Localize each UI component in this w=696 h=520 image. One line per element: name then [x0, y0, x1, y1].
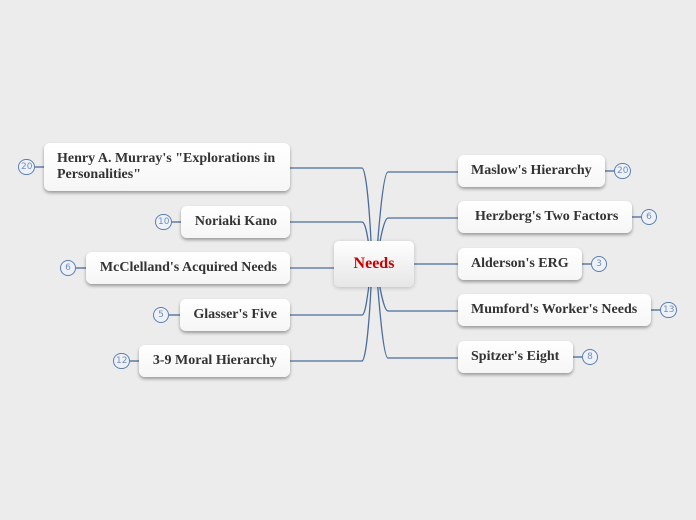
- collapse-count-badge[interactable]: 8: [582, 349, 598, 365]
- topic-label: Glasser's Five: [193, 307, 277, 322]
- collapse-count-badge[interactable]: 20: [614, 163, 632, 179]
- topic-label: 3-9 Moral Hierarchy: [152, 353, 277, 368]
- collapse-count-badge[interactable]: 20: [18, 159, 36, 175]
- collapse-count-badge[interactable]: 12: [113, 353, 131, 369]
- topic-alderson[interactable]: Alderson's ERG: [458, 248, 582, 280]
- topic-kano[interactable]: Noriaki Kano: [181, 206, 290, 238]
- topic-label: Noriaki Kano: [194, 214, 277, 229]
- topic-moral-hierarchy[interactable]: 3-9 Moral Hierarchy: [139, 345, 290, 377]
- topic-herzberg[interactable]: Herzberg's Two Factors: [458, 201, 632, 233]
- topic-mcclelland[interactable]: McClelland's Acquired Needs: [86, 252, 290, 284]
- central-topic[interactable]: Needs: [334, 241, 414, 287]
- topic-label: Herzberg's Two Factors: [475, 209, 619, 224]
- topic-label: Alderson's ERG: [471, 256, 569, 271]
- topic-label: Spitzer's Eight: [471, 349, 560, 364]
- topic-label: Henry A. Murray's "Explorations in Perso…: [57, 151, 276, 182]
- topic-label: Mumford's Worker's Needs: [471, 302, 638, 317]
- topic-spitzer[interactable]: Spitzer's Eight: [458, 341, 573, 373]
- collapse-count-badge[interactable]: 6: [60, 260, 76, 276]
- topic-maslow[interactable]: Maslow's Hierarchy: [458, 155, 605, 187]
- topic-mumford[interactable]: Mumford's Worker's Needs: [458, 294, 651, 326]
- central-topic-label: Needs: [353, 255, 395, 272]
- collapse-count-badge[interactable]: 5: [153, 307, 169, 323]
- topic-glasser[interactable]: Glasser's Five: [180, 299, 290, 331]
- collapse-count-badge[interactable]: 13: [660, 302, 678, 318]
- topic-murray[interactable]: Henry A. Murray's "Explorations in Perso…: [44, 143, 290, 191]
- topic-label: McClelland's Acquired Needs: [99, 260, 277, 275]
- collapse-count-badge[interactable]: 3: [591, 256, 607, 272]
- topic-label: Maslow's Hierarchy: [471, 163, 592, 178]
- collapse-count-badge[interactable]: 6: [641, 209, 657, 225]
- collapse-count-badge[interactable]: 10: [155, 214, 173, 230]
